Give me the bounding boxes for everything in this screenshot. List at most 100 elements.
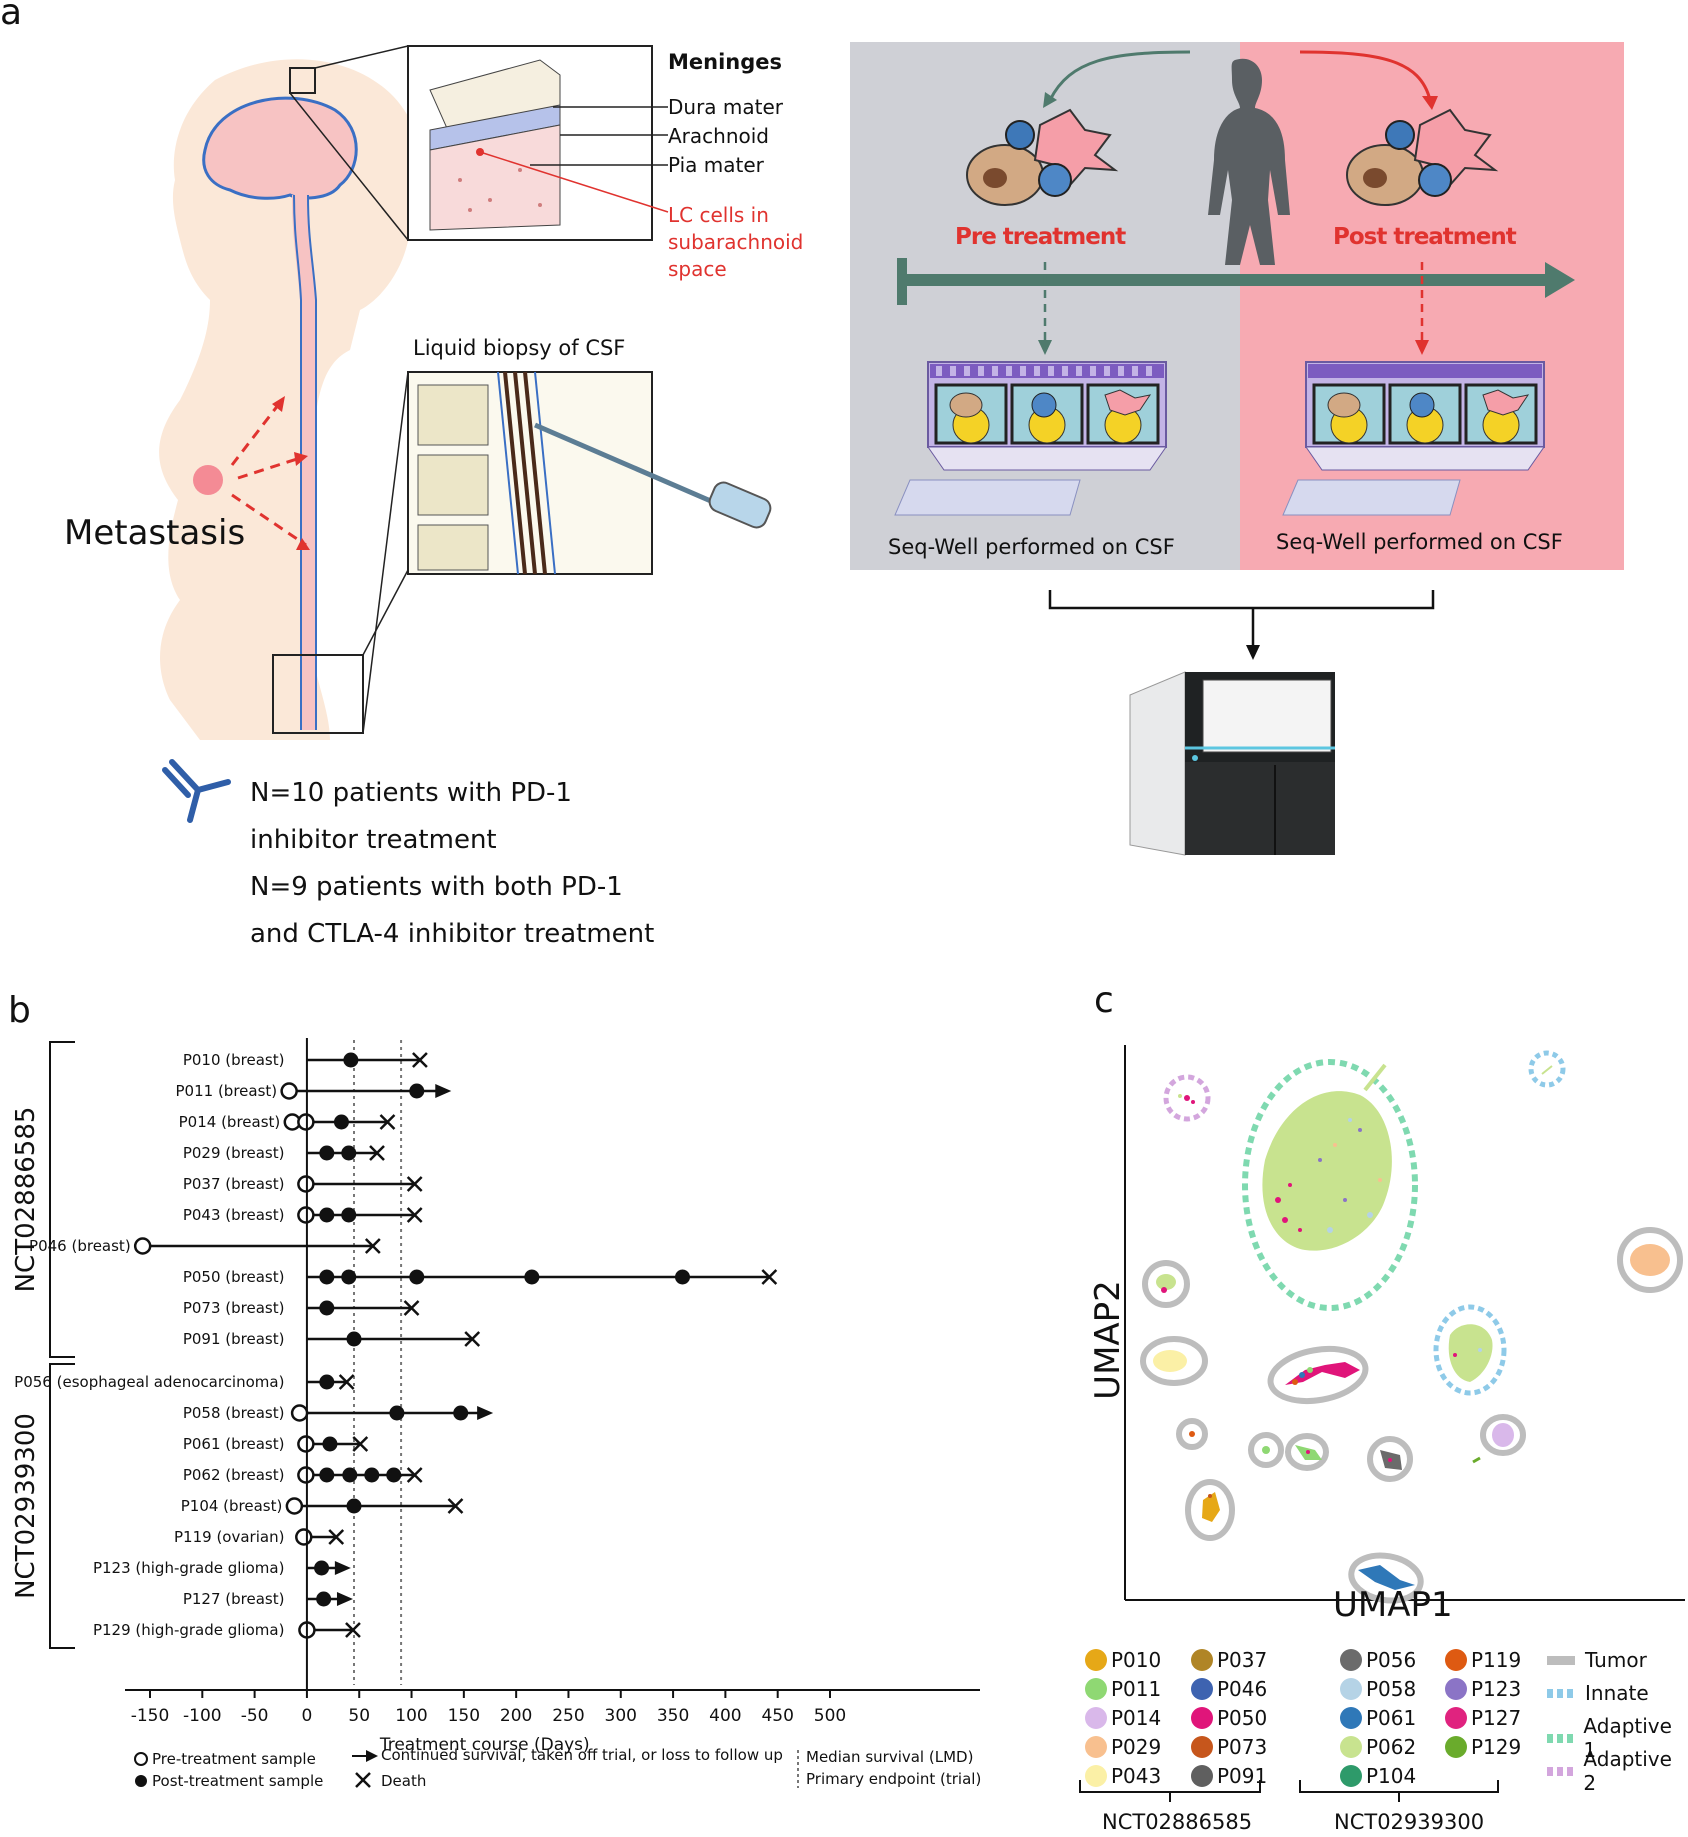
legend-death-text: Death — [381, 1772, 427, 1790]
seqwell-post-label: Seq-Well performed on CSF — [1276, 530, 1563, 554]
x-tick-label-12: 450 — [761, 1706, 793, 1726]
legend-swatch — [1191, 1649, 1213, 1671]
timeline-row-0-7-death — [761, 1269, 778, 1285]
legend-continued-marker — [366, 1750, 378, 1762]
legend-celltype-swatch — [1547, 1688, 1575, 1698]
legend-swatch — [1191, 1678, 1213, 1700]
meninges-heading: Meninges — [668, 50, 783, 74]
timeline-row-1-1-pre-0 — [290, 1404, 309, 1422]
panel-letter-b: b — [8, 990, 31, 1031]
legend-swatch — [1340, 1649, 1362, 1671]
x-tick-label-2: -50 — [241, 1706, 269, 1726]
legend-patient-label: P037 — [1217, 1648, 1268, 1672]
timeline-row-0-1-continued — [435, 1084, 452, 1098]
syringe — [708, 481, 772, 529]
legend-swatch — [1445, 1736, 1467, 1758]
timeline-row-0-8-post-0 — [319, 1300, 335, 1316]
legend-celltype-label: Adaptive 1 — [1583, 1714, 1672, 1762]
timeline-row-1-2-pre-0 — [297, 1435, 315, 1453]
group-bracket-0 — [49, 1041, 75, 1358]
legend-patient-label: P091 — [1217, 1764, 1268, 1788]
lc-cells-label: LC cells in subarachnoid space — [668, 203, 804, 281]
timeline-row-0-7-post-1 — [341, 1269, 357, 1285]
timeline-row-0-2-pre-1 — [297, 1113, 315, 1131]
x-tick-label-3: 0 — [302, 1706, 313, 1726]
legend-patient-label: P014 — [1111, 1706, 1162, 1730]
timeline-row-0-3-post-0 — [319, 1145, 335, 1161]
legend-celltype-swatch — [1547, 1766, 1574, 1776]
timeline-row-1-3-death — [406, 1467, 423, 1483]
timeline-row-1-7-post-0 — [316, 1591, 332, 1607]
legend-swatch — [1085, 1736, 1107, 1758]
legend-patient-label: P119 — [1471, 1648, 1522, 1672]
panel-a-illustration — [159, 42, 1624, 856]
timeline-row-1-1-post-1 — [453, 1405, 469, 1421]
timeline-row-1-4-label: P104 (breast) — [181, 1497, 283, 1515]
timeline-row-0-9-death — [464, 1331, 481, 1347]
timeline-row-0-5-label: P043 (breast) — [183, 1206, 285, 1224]
timeline-row-0-8-label: P073 (breast) — [183, 1299, 285, 1317]
legend-pre-marker — [134, 1752, 148, 1766]
timeline-row-1-0-death — [338, 1374, 355, 1390]
legend-celltype-adaptive-1: Adaptive 1 — [1547, 1714, 1685, 1762]
timeline-row-1-8-death — [345, 1622, 361, 1638]
timeline-row-1-0-label: P056 (esophageal adenocarcinoma) — [14, 1373, 284, 1391]
legend-pre-text: Pre-treatment sample — [152, 1750, 316, 1768]
patient-counts: N=10 patients with PD-1 inhibitor treatm… — [250, 778, 655, 949]
legend-primary-text: Primary endpoint (trial) — [806, 1770, 982, 1788]
legend-death-marker — [355, 1772, 371, 1788]
tumor-cells — [1153, 1244, 1670, 1590]
timeline-row-0-3-post-1 — [341, 1145, 357, 1161]
timeline-row-0-3-label: P029 (breast) — [183, 1144, 285, 1162]
legend-patient-label: P058 — [1366, 1677, 1417, 1701]
timeline-row-1-3-post-0 — [319, 1467, 335, 1483]
adaptive-1-cells — [1262, 1091, 1392, 1251]
panel-letter-c: c — [1094, 980, 1114, 1021]
legend-swatch — [1340, 1678, 1362, 1700]
innate-outline — [1433, 1304, 1507, 1396]
legend-patient-label: P050 — [1217, 1706, 1268, 1730]
timeline-row-0-1-pre-0 — [280, 1082, 298, 1100]
breast-tumor — [193, 465, 223, 495]
timeline-row-0-7-post-0 — [319, 1269, 335, 1285]
timeline-row-1-1-post-0 — [389, 1405, 405, 1421]
timeline-row-0-6-pre-0 — [133, 1237, 152, 1255]
x-axis-label: Treatment course (Days) — [379, 1735, 590, 1755]
x-tick-label-1: -100 — [183, 1706, 222, 1726]
legend-patient-p029: P029 — [1085, 1735, 1161, 1759]
timeline-row-0-0-death — [412, 1052, 428, 1068]
legend-celltype-label: Tumor — [1585, 1648, 1647, 1672]
timeline-row-1-2-death — [352, 1436, 369, 1452]
legend-swatch — [1085, 1649, 1107, 1671]
timeline-row-0-5-pre-0 — [297, 1206, 315, 1224]
pia-mater-label: Pia mater — [668, 153, 764, 177]
patient-silhouette — [1208, 58, 1290, 265]
timeline-row-0-0-label: P010 (breast) — [183, 1051, 285, 1069]
metastasis-arrows — [230, 399, 307, 547]
timeline-row-0-5-death — [406, 1207, 423, 1223]
legend-patient-p056: P056 — [1340, 1648, 1416, 1672]
timeline-row-1-8-label: P129 (high-grade glioma) — [93, 1621, 285, 1639]
legend-patient-p037: P037 — [1191, 1648, 1267, 1672]
legend-celltype-adaptive-2: Adaptive 2 — [1547, 1747, 1685, 1795]
timeline-legend — [134, 1750, 799, 1788]
legend-patient-p062: P062 — [1340, 1735, 1416, 1759]
legend-celltype-label: Innate — [1585, 1681, 1649, 1705]
timeline-row-0-1-post-0 — [409, 1083, 425, 1099]
legend-swatch — [1340, 1707, 1362, 1729]
legend-patient-label: P061 — [1366, 1706, 1417, 1730]
umap-x-label: UMAP1 — [1333, 1585, 1453, 1625]
timeline-row-0-1-label: P011 (breast) — [176, 1082, 278, 1100]
metastasis-label: Metastasis — [64, 513, 246, 553]
timeline-row-0-4-death — [406, 1176, 423, 1192]
seqwell-pre-label: Seq-Well performed on CSF — [888, 535, 1175, 559]
legend-patient-p123: P123 — [1445, 1677, 1521, 1701]
timeline-row-1-2-label: P061 (breast) — [183, 1435, 285, 1453]
legend-post-marker — [135, 1775, 147, 1787]
timeline-row-0-6-death — [364, 1238, 381, 1254]
merge-bracket — [1048, 590, 1435, 648]
timeline-row-1-3-label: P062 (breast) — [183, 1466, 285, 1484]
umap-y-label: UMAP2 — [1087, 1280, 1128, 1400]
legend-swatch — [1445, 1678, 1467, 1700]
